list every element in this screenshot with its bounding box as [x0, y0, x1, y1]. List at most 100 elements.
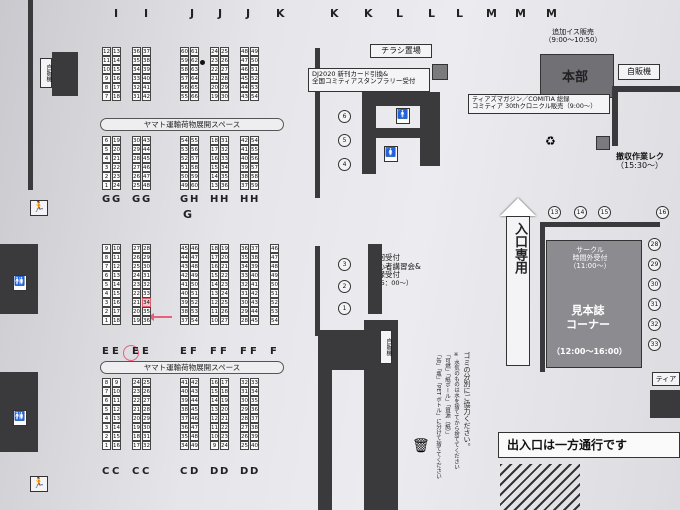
booth-cell: 41 [180, 378, 189, 387]
chair-sales-time: （9:00〜10:50） [544, 36, 602, 45]
garbage-notice-2: ※ 水気のものは水を捨ててから捨ててください [452, 352, 460, 502]
booth-cell: 15 [210, 387, 219, 396]
top-letter: J [218, 7, 223, 20]
stairs-hatch [500, 464, 580, 510]
column-letter: D [250, 466, 259, 477]
booth-cell: 14 [112, 423, 121, 432]
booth-cell: 50 [180, 172, 189, 181]
booth-cell: 45 [250, 316, 259, 325]
booth-cell: 12 [210, 414, 219, 423]
pillar-number: 31 [648, 298, 661, 311]
booth-cell: 5 [102, 145, 111, 154]
booth-cell: 29 [132, 145, 141, 154]
vending-center-label: 自販機 [385, 338, 392, 356]
beginner-label: 初心者講習会& [370, 261, 421, 271]
booth-cell: 45 [240, 74, 249, 83]
restroom-icon-left-1: 🚻 [13, 275, 27, 291]
booth-cell: 13 [210, 181, 219, 190]
booth-cell: 3 [102, 298, 111, 307]
oneway-text: 出入口は一方通行です [507, 438, 628, 452]
booth-cell: 28 [142, 244, 151, 253]
booth-cell: 56 [180, 83, 189, 92]
column-letter: D [220, 466, 229, 477]
withdraw-mark [596, 136, 610, 150]
booth-cell: 21 [220, 262, 229, 271]
vending-machine-center: 自販機 [380, 330, 392, 364]
tia-sign: ティア [652, 372, 680, 386]
booth-cell: 42 [142, 92, 151, 101]
booth-cell: 26 [132, 172, 141, 181]
hq-label-text: 本部 [562, 70, 589, 85]
booth-cell: 50 [250, 56, 259, 65]
booth-cell: 39 [180, 298, 189, 307]
booth-cell: 34 [240, 262, 249, 271]
stamp-rally-label: 全国コミティアスタンプラリー受付 [312, 77, 416, 86]
booth-cell: 36 [132, 47, 141, 56]
booth-cell: 5 [102, 405, 111, 414]
sample-time-text: （12:00〜16:00） [552, 347, 627, 356]
booth-cell: 18 [132, 432, 141, 441]
booth-cell: 56 [190, 145, 199, 154]
booth-cell: 41 [180, 280, 189, 289]
booth-cell: 48 [240, 47, 249, 56]
booth-cell: 47 [142, 172, 151, 181]
g-marker-text: G [183, 208, 193, 221]
booth-cell: 39 [250, 262, 259, 271]
vending-hq-label: 自販機 [627, 67, 651, 76]
booth-cell: 24 [112, 181, 121, 190]
entrance-text: 入口専用 [512, 222, 527, 274]
booth-cell: 36 [180, 423, 189, 432]
column-letter: E [102, 346, 109, 357]
booth-cell: 66 [190, 92, 199, 101]
center-structure-2 [362, 106, 376, 174]
booth-cell: 32 [142, 280, 151, 289]
booth-cell: 17 [132, 441, 141, 450]
booth-cell: 27 [220, 316, 229, 325]
pillar-number: 5 [338, 134, 351, 147]
exit-sign-upper: 🏃 [30, 200, 48, 216]
booth-cell: 10 [210, 316, 219, 325]
booth-cell: 43 [250, 298, 259, 307]
booth-cell: 17 [112, 83, 121, 92]
center-structure-1 [362, 92, 440, 106]
booth-cell: 60 [190, 181, 199, 190]
oneway-sign: 出入口は一方通行です [498, 432, 680, 458]
booth-cell: 44 [180, 253, 189, 262]
center-structure-3 [376, 128, 428, 138]
withdraw-label: 撤収作業レク [616, 152, 664, 161]
column-letter: H [240, 194, 249, 205]
pillar-number: 30 [648, 278, 661, 291]
booth-cell: 21 [112, 154, 121, 163]
booth-cell: 20 [220, 253, 229, 262]
pillar-number: 28 [648, 238, 661, 251]
e-circle-marker-icon [123, 345, 139, 361]
booth-cell: 54 [250, 92, 259, 101]
tia-label: ティア [655, 375, 677, 383]
dj2020-label: DJ2020 新刊カード引換& [312, 70, 389, 78]
info-desk-block [368, 244, 382, 314]
column-letter: C [112, 466, 120, 477]
garbage-notice-3: 「可燃」「紙ボール」「資源（紙）」 [443, 352, 451, 502]
booth-cell: 54 [190, 316, 199, 325]
booth-cell: 35 [250, 396, 259, 405]
booth-cell: 40 [142, 74, 151, 83]
circle-afterhours-box: サークル 時間外受付 （11:00〜） [548, 246, 632, 286]
restroom-icon-center-2: 🚺 [384, 146, 398, 162]
booth-cell: 60 [180, 47, 189, 56]
top-letter: J [246, 7, 251, 20]
booth-cell: 65 [190, 83, 199, 92]
column-letter: F [210, 346, 217, 357]
booth-cell: 47 [270, 253, 279, 262]
tiamag-counter: ティアズマガジン／COMITIA 総録 コミティア 30thクロニクル販売（9:… [468, 94, 610, 114]
booth-cell: 34 [180, 441, 189, 450]
booth-cell: 39 [250, 432, 259, 441]
booth-cell: 36 [220, 181, 229, 190]
chronicle-label: コミティア 30thクロニクル販売（9:00〜） [472, 103, 597, 111]
column-letter: D [190, 466, 199, 477]
booth-cell: 19 [210, 92, 219, 101]
column-letter: H [250, 194, 259, 205]
garbage-text-4: 「缶」「瓶」「PET ボトル」に分けて捨ててください [435, 352, 441, 480]
pillar-number: 2 [338, 280, 351, 293]
booth-cell: 51 [250, 65, 259, 74]
chair-sales-label: 追加イス販売 [552, 28, 594, 36]
